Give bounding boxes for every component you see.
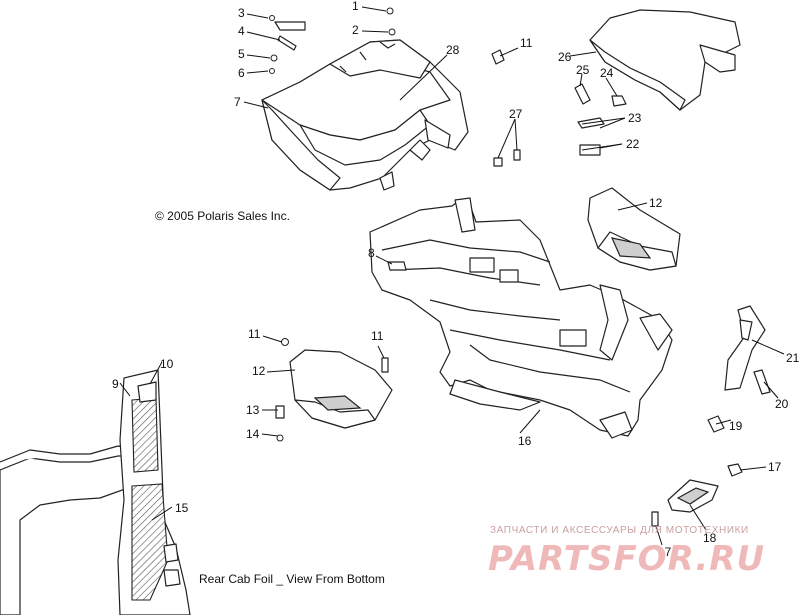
callout-5: 5 <box>238 47 245 61</box>
callout-18: 18 <box>703 531 717 545</box>
callout-24: 24 <box>600 66 614 80</box>
watermark-tagline: ЗАПЧАСТИ И АКСЕССУАРЫ ДЛЯ МОТОТЕХНИКИ <box>490 525 749 536</box>
callout-labels: 3 4 5 6 7 1 2 28 11 27 26 25 24 23 22 12… <box>112 0 800 559</box>
callout-11-mid: 11 <box>371 329 384 343</box>
callout-4: 4 <box>238 24 245 38</box>
bracket-assembly <box>707 305 771 433</box>
view-caption: Rear Cab Foil _ View From Bottom <box>199 572 385 586</box>
callout-12-right: 12 <box>649 196 663 210</box>
left-footwell <box>289 349 393 429</box>
callout-16: 16 <box>518 434 532 448</box>
callout-26: 26 <box>558 50 572 64</box>
rear-cab-foil-view <box>0 369 191 615</box>
plate-8 <box>387 261 407 271</box>
callout-27: 27 <box>509 107 523 121</box>
callout-17-left: 17 <box>658 545 672 559</box>
leader-lines <box>119 6 785 546</box>
fasteners-top <box>491 49 521 167</box>
copyright-notice: © 2005 Polaris Sales Inc. <box>155 209 290 223</box>
right-footwell <box>587 187 681 271</box>
callout-7: 7 <box>234 95 241 109</box>
callout-22: 22 <box>626 137 640 151</box>
callout-21: 21 <box>786 351 800 365</box>
callout-20: 20 <box>775 397 789 411</box>
callout-11-top: 11 <box>520 36 533 50</box>
main-frame <box>369 197 673 439</box>
callout-17-right: 17 <box>768 460 782 474</box>
callout-14: 14 <box>246 427 260 441</box>
small-parts-left <box>275 338 289 442</box>
callout-12-left: 12 <box>252 364 266 378</box>
callout-25: 25 <box>576 63 590 77</box>
callout-11-left: 11 <box>248 327 261 341</box>
callout-9: 9 <box>112 377 119 391</box>
callout-8: 8 <box>368 246 375 260</box>
watermark-logo: PARTSFOR.RU <box>488 539 765 579</box>
cab-hardware <box>269 7 396 74</box>
rear-cab <box>261 39 469 191</box>
callout-23: 23 <box>628 111 642 125</box>
callout-3: 3 <box>238 6 245 20</box>
callout-6: 6 <box>238 66 245 80</box>
callout-19: 19 <box>729 419 743 433</box>
callout-15: 15 <box>175 501 189 515</box>
callout-13: 13 <box>246 403 260 417</box>
lower-bracket <box>651 463 743 527</box>
seat <box>589 9 741 111</box>
callout-28: 28 <box>446 43 460 57</box>
callout-1: 1 <box>352 0 359 13</box>
callout-10: 10 <box>160 357 174 371</box>
callout-2: 2 <box>352 23 359 37</box>
